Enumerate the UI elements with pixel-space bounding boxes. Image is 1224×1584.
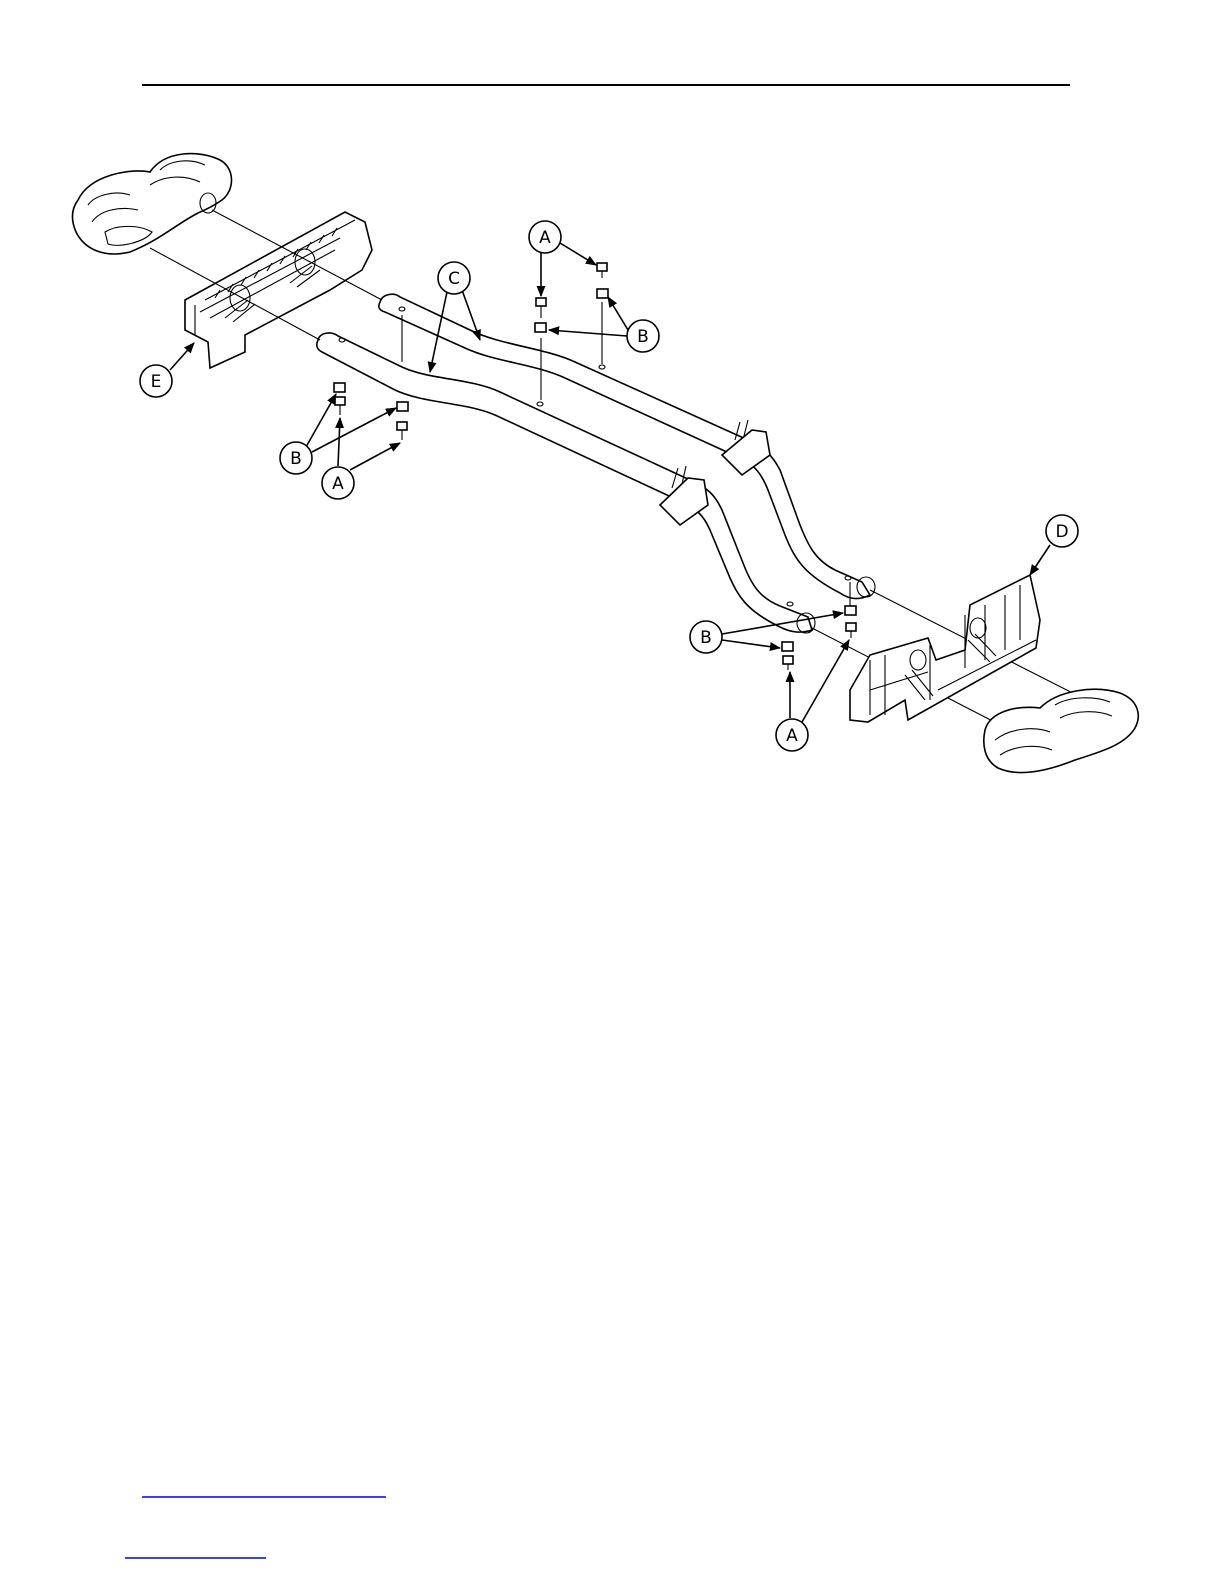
screw-top-2	[536, 298, 546, 318]
callout-a-top: A	[529, 221, 561, 253]
screw-left-1	[335, 397, 345, 415]
callout-a-left-label: A	[332, 474, 344, 494]
callout-a-right-label: A	[786, 726, 798, 746]
callout-d-label: D	[1055, 522, 1068, 542]
right-end-cap	[850, 575, 1040, 722]
callout-d: D	[1046, 515, 1078, 547]
callout-b-right-label: B	[700, 628, 712, 648]
washer-left-2	[397, 402, 408, 411]
screw-top-1	[597, 263, 607, 278]
frame-tubes	[317, 294, 875, 633]
callout-b-right: B	[690, 621, 722, 653]
callout-a-right: A	[776, 719, 808, 751]
washer-right-2	[782, 642, 793, 651]
callout-c: C	[438, 262, 470, 294]
screw-right-2	[783, 656, 793, 670]
callout-a-top-label: A	[539, 228, 551, 248]
callout-a-left: A	[322, 467, 354, 499]
left-foot-pad	[72, 154, 231, 254]
screw-right-1	[846, 623, 856, 638]
callout-c-label: C	[448, 269, 460, 289]
callout-b-top: B	[627, 320, 659, 352]
callout-b-left: B	[280, 442, 312, 474]
washer-top-1	[597, 289, 608, 298]
callout-b-left-label: B	[290, 449, 302, 469]
washer-right-1	[845, 606, 856, 615]
callout-e-label: E	[151, 372, 162, 392]
callout-e: E	[140, 365, 172, 397]
right-foot-pad	[984, 689, 1138, 772]
washer-left-1	[334, 383, 345, 392]
callout-b-top-label: B	[637, 327, 649, 347]
washer-top-2	[535, 323, 546, 332]
screw-left-2	[397, 422, 407, 440]
